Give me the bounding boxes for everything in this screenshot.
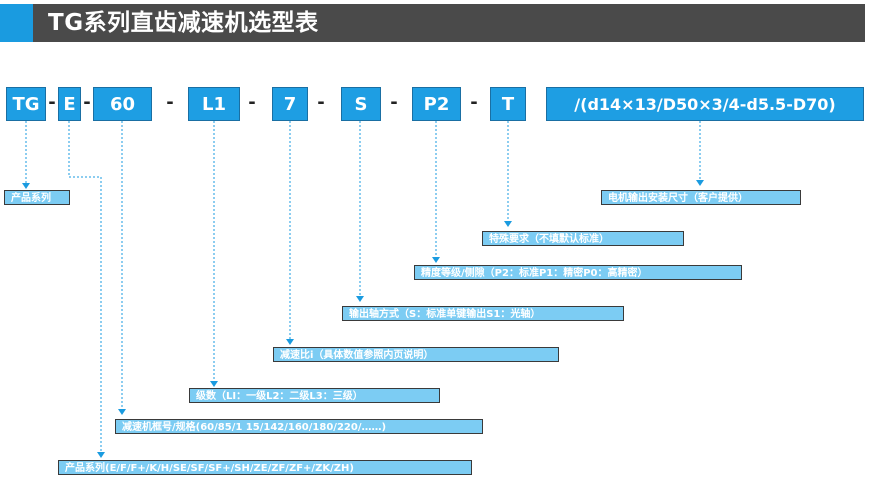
- code-box-7: 7: [272, 87, 308, 121]
- arrow-shaft: [356, 296, 364, 302]
- label-special: 特殊要求（不填默认标准）: [482, 231, 684, 246]
- separator: -: [390, 92, 398, 113]
- label-series-type: 产品系列(E/F/F+/K/H/SE/SF/SF+/SH/ZE/ZF/ZF+/Z…: [58, 460, 472, 475]
- arrow-series-type: [97, 452, 105, 458]
- separator: -: [317, 92, 325, 113]
- separator: -: [83, 92, 91, 113]
- label-shaft: 输出轴方式（S：标准单键输出S1：光轴）: [342, 306, 624, 321]
- code-box-e: E: [58, 87, 81, 121]
- code-box-tg: TG: [6, 87, 46, 121]
- arrow-frame: [118, 409, 126, 415]
- label-stage: 级数（LI：一级L2：二级L3：三级）: [189, 388, 440, 403]
- arrow-special: [504, 221, 512, 227]
- connector-series-type: [68, 121, 102, 455]
- code-box-motor-dimensions: /(d14×13/D50×3/4-d5.5-D70): [546, 87, 864, 121]
- page-title: TG系列直齿减速机选型表: [48, 10, 319, 36]
- code-box-60: 60: [93, 87, 152, 121]
- arrow-precision: [432, 257, 440, 263]
- label-ratio: 减速比i（具体数值参照内页说明）: [273, 347, 559, 362]
- separator: -: [248, 92, 256, 113]
- separator: -: [48, 92, 56, 113]
- header-accent: [0, 4, 33, 42]
- label-frame: 减速机框号/规格(60/85/1 15/142/160/180/220/……): [115, 419, 483, 434]
- header-bar: [0, 4, 865, 42]
- separator: -: [166, 92, 174, 113]
- code-box-s: S: [341, 87, 381, 121]
- code-box-l1: L1: [188, 87, 240, 121]
- code-box-t: T: [490, 87, 526, 121]
- arrow-motor: [696, 180, 704, 186]
- code-box-p2: P2: [412, 87, 461, 121]
- label-series: 产品系列: [4, 190, 70, 205]
- label-precision: 精度等级/侧隙（P2：标准P1：精密P0：高精密）: [414, 265, 742, 280]
- arrow-stage: [210, 381, 218, 387]
- arrow-ratio: [286, 339, 294, 345]
- separator: -: [470, 92, 478, 113]
- label-motor: 电机输出安装尺寸（客户提供）: [601, 190, 801, 205]
- arrow-series: [22, 183, 30, 189]
